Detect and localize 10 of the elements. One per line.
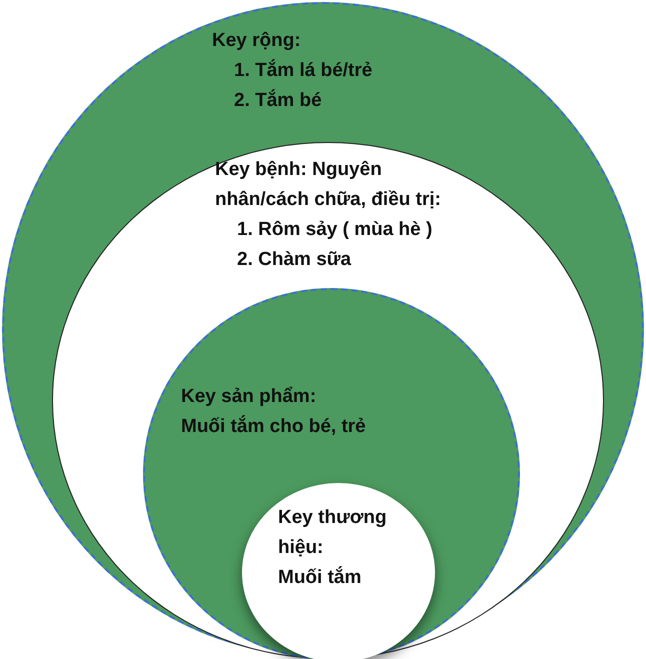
heading: Key sản phẩm: <box>181 385 318 409</box>
heading: Key rộng: <box>212 29 302 53</box>
heading: Key thương hiệu: <box>278 506 388 560</box>
heading: Key bệnh: Nguyên nhân/cách chữa, điều trị: <box>215 158 442 212</box>
list-item: 2. Chàm sữa <box>236 248 352 272</box>
body-text: Muối tắm cho bé, trẻ <box>181 414 367 439</box>
list-item: 1. Rôm sảy ( mùa hè ) <box>236 218 434 242</box>
list-item: 2. Tắm bé <box>233 88 323 113</box>
body-text: Muối tắm <box>278 565 362 590</box>
list-item: 1. Tắm lá bé/trẻ <box>233 58 374 83</box>
